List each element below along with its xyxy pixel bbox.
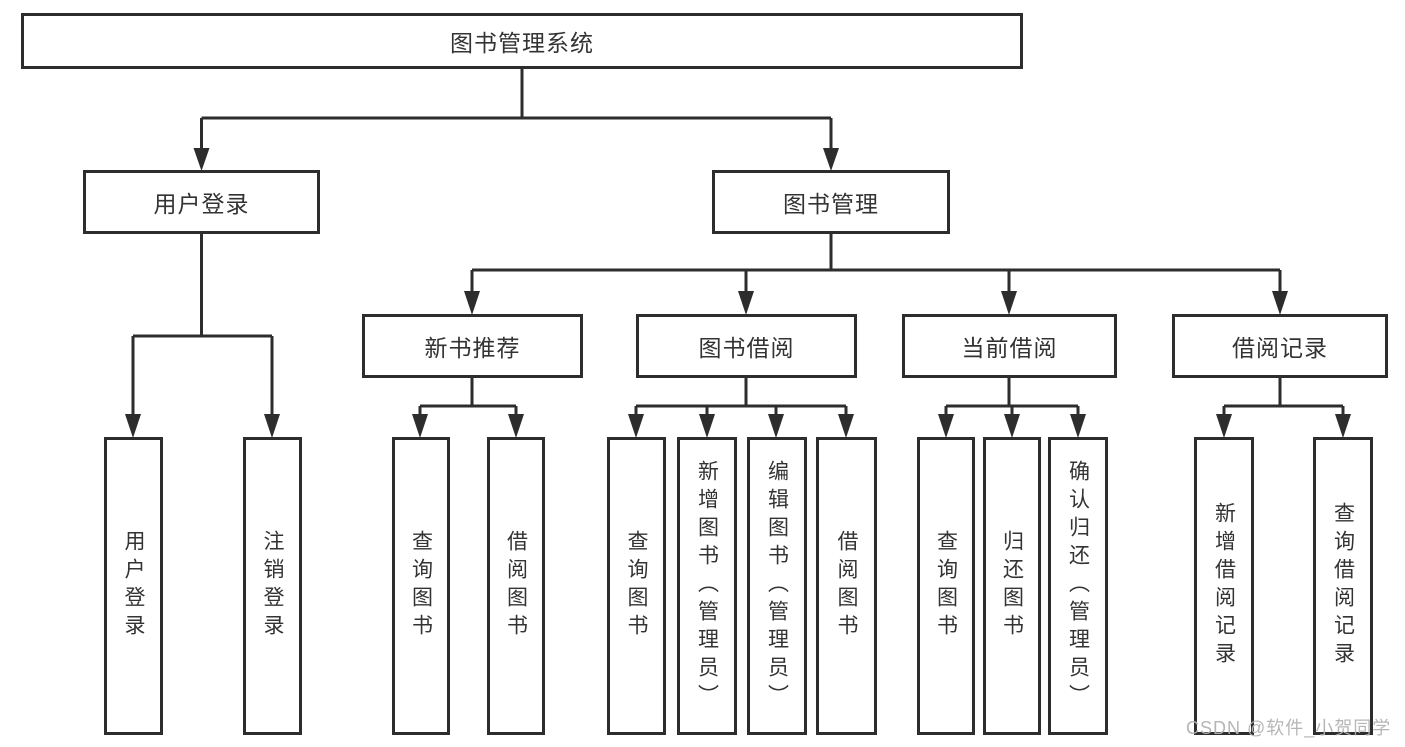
arrowhead (738, 291, 754, 315)
node-label: 确认归还（管理员） (1066, 460, 1090, 712)
arrowhead (412, 414, 428, 438)
leaf-records-add: 新增借阅记录 (1194, 437, 1254, 735)
leaf-borrow-borrow: 借阅图书 (816, 437, 877, 735)
node-new-book-recommend: 新书推荐 (362, 314, 583, 378)
arrowhead (699, 414, 715, 438)
node-book-management: 图书管理 (712, 170, 950, 234)
arrowhead (1001, 291, 1017, 315)
node-label: 查询图书 (934, 530, 958, 642)
node-label: 注销登录 (261, 530, 285, 642)
node-label: 新增借阅记录 (1212, 502, 1236, 670)
leaf-newbook-borrow: 借阅图书 (487, 437, 545, 735)
leaf-current-return: 归还图书 (983, 437, 1041, 735)
csdn-watermark: CSDN @软件_小贺同学 (1186, 718, 1392, 738)
arrowhead (1216, 414, 1232, 438)
arrowhead (193, 148, 210, 171)
connector-current-split (944, 378, 1080, 416)
leaf-records-query: 查询借阅记录 (1313, 437, 1373, 735)
arrowhead (823, 148, 839, 171)
arrowhead (125, 414, 141, 438)
leaf-borrow-query: 查询图书 (607, 437, 666, 735)
arrowhead (838, 414, 854, 438)
connector-newbook-split (418, 378, 518, 416)
node-label: 归还图书 (1000, 530, 1024, 642)
arrowhead (1272, 291, 1288, 315)
connector-records-split (1222, 378, 1345, 416)
leaf-borrow-add-admin: 新增图书（管理员） (677, 437, 737, 735)
node-label: 编辑图书（管理员） (765, 460, 789, 712)
node-label: 用户登录 (122, 530, 146, 642)
node-label: 图书管理系统 (450, 30, 594, 56)
leaf-user-login: 用户登录 (104, 437, 163, 735)
node-label: 当前借阅 (961, 335, 1058, 361)
node-user-login: 用户登录 (83, 170, 320, 234)
node-label: 新书推荐 (424, 335, 521, 361)
node-label: 图书管理 (783, 191, 879, 217)
node-label: 借阅图书 (504, 530, 528, 642)
arrowhead (768, 414, 784, 438)
node-label: 查询借阅记录 (1331, 502, 1355, 670)
leaf-logout: 注销登录 (243, 437, 302, 735)
node-label: 查询图书 (625, 530, 649, 642)
connector-root-split (200, 69, 833, 150)
arrowhead (1004, 414, 1020, 438)
connector-login-split (131, 234, 274, 416)
leaf-newbook-query: 查询图书 (392, 437, 450, 735)
arrowhead (464, 291, 480, 315)
connector-mgmt-split (470, 234, 1282, 293)
arrowhead (628, 414, 644, 438)
node-label: 借阅记录 (1232, 335, 1328, 361)
arrowhead (264, 414, 280, 438)
leaf-current-query: 查询图书 (917, 437, 975, 735)
node-root-system: 图书管理系统 (21, 13, 1023, 69)
node-borrow-records: 借阅记录 (1172, 314, 1388, 378)
node-label: 查询图书 (409, 530, 433, 642)
leaf-current-confirm-admin: 确认归还（管理员） (1048, 437, 1108, 735)
leaf-borrow-edit-admin: 编辑图书（管理员） (747, 437, 807, 735)
node-label: 图书借阅 (698, 335, 795, 361)
arrowhead (1335, 414, 1351, 438)
node-label: 用户登录 (153, 191, 250, 217)
arrowhead (508, 414, 524, 438)
node-current-borrow: 当前借阅 (902, 314, 1117, 378)
node-label: 借阅图书 (835, 530, 859, 642)
node-book-borrow: 图书借阅 (636, 314, 857, 378)
arrowhead (938, 414, 954, 438)
connector-borrow-split (634, 378, 848, 416)
node-label: 新增图书（管理员） (695, 460, 719, 712)
arrowhead (1070, 414, 1086, 438)
